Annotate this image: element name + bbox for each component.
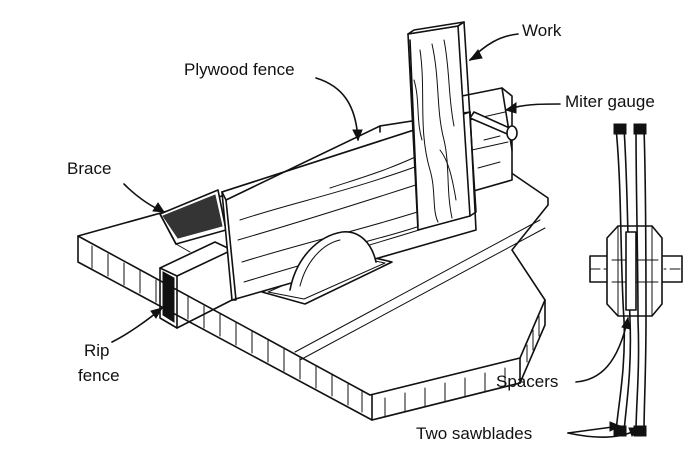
brace <box>159 189 227 253</box>
label-plywood-fence: Plywood fence <box>184 60 295 79</box>
work-piece <box>407 21 477 231</box>
leader-lines <box>111 33 642 438</box>
sawblade-stack-detail <box>589 123 683 437</box>
label-two-sawblades: Two sawblades <box>416 424 532 443</box>
label-fence: fence <box>78 366 120 385</box>
plywood-fence <box>221 111 477 301</box>
label-spacers: Spacers <box>496 372 558 391</box>
label-miter-gauge: Miter gauge <box>565 92 655 111</box>
miter-gauge <box>461 87 518 193</box>
label-brace: Brace <box>67 159 111 178</box>
label-rip: Rip <box>84 341 110 360</box>
label-work: Work <box>522 21 562 40</box>
